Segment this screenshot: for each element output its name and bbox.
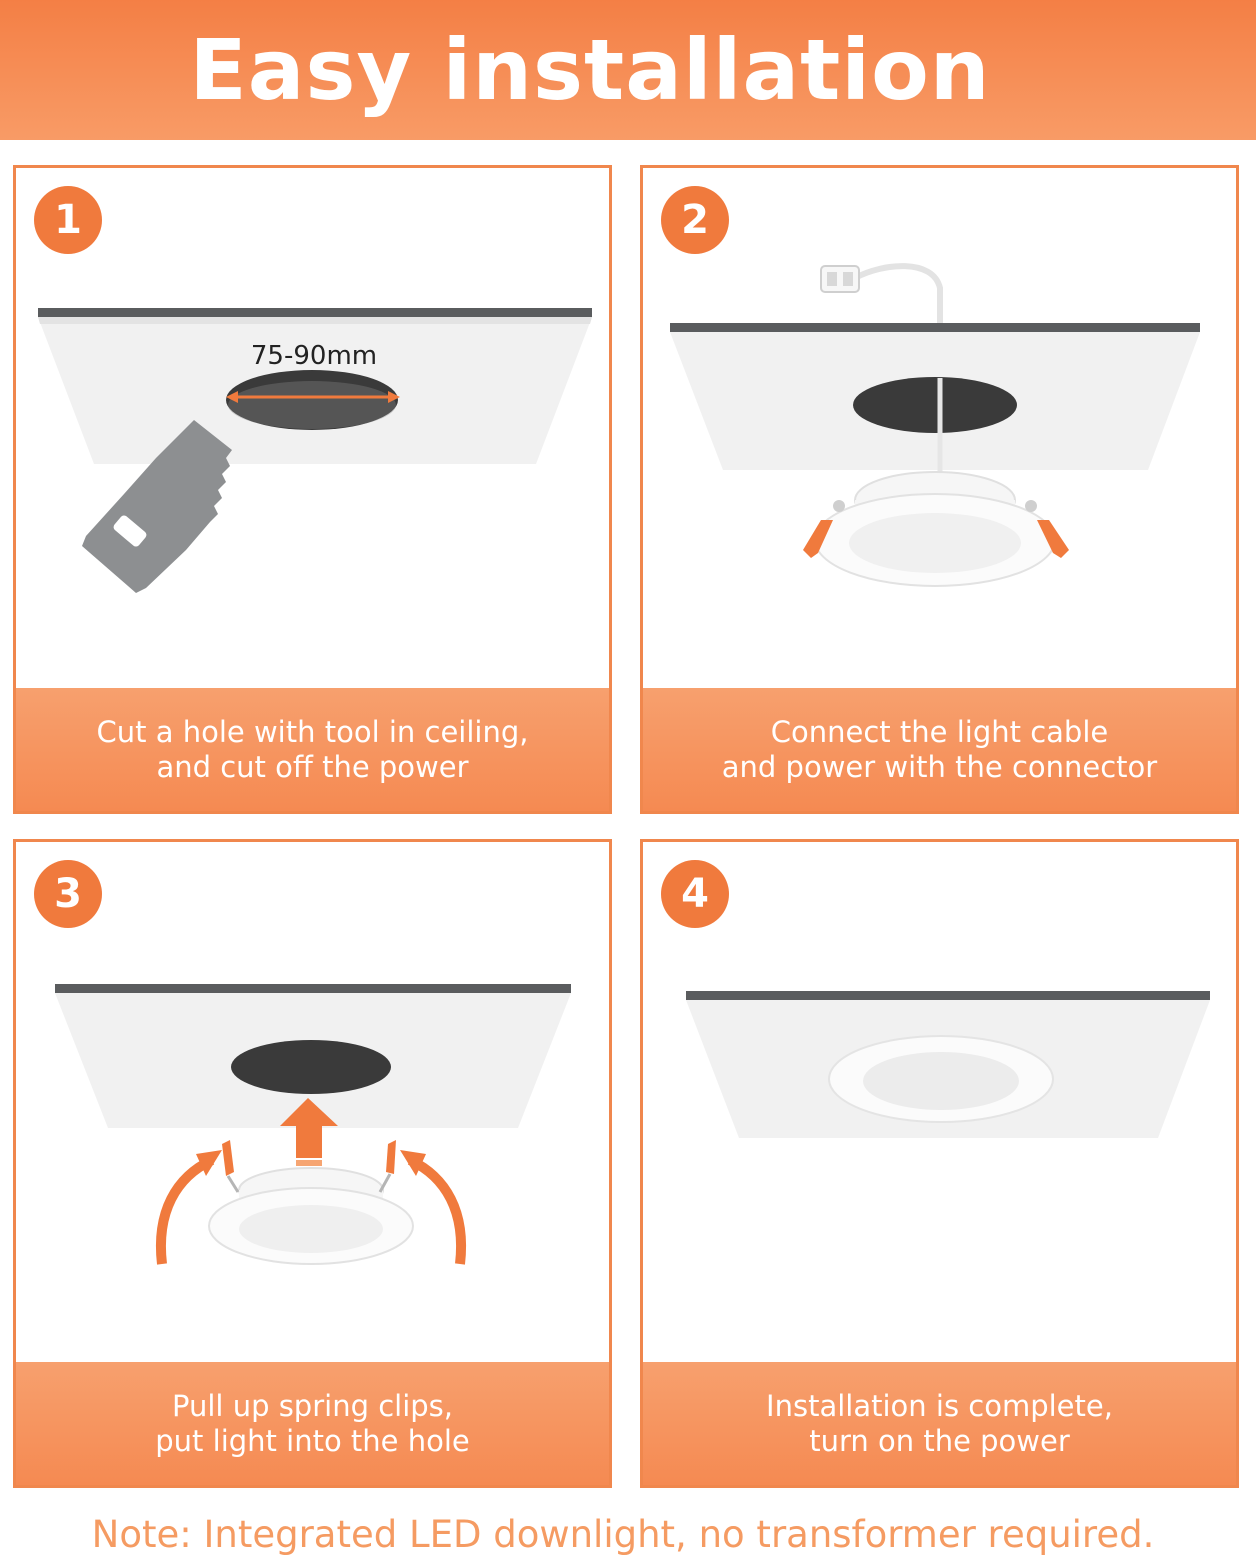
step-number-badge: 4 bbox=[661, 860, 729, 928]
step-caption: Cut a hole with tool in ceiling, and cut… bbox=[16, 688, 609, 811]
step-3-illustration bbox=[55, 984, 571, 1265]
page-title: Easy installation bbox=[189, 21, 991, 119]
step-panel-4: 4 Installation is complete, turn on the … bbox=[640, 839, 1239, 1488]
arrow-up-icon bbox=[280, 1098, 338, 1166]
downlight-icon bbox=[828, 1035, 1054, 1123]
downlight-icon bbox=[803, 471, 1069, 587]
header-banner: Easy installation bbox=[0, 0, 1256, 140]
hole-dimension-label: 75-90mm bbox=[251, 341, 377, 371]
step-caption: Connect the light cable and power with t… bbox=[643, 688, 1236, 811]
connector-icon bbox=[820, 263, 943, 323]
step-panel-2: 2 Connect the light cable and power with… bbox=[640, 165, 1239, 814]
downlight-icon bbox=[208, 1140, 414, 1265]
step-caption: Installation is complete, turn on the po… bbox=[643, 1362, 1236, 1485]
step-number-badge: 3 bbox=[34, 860, 102, 928]
footer-note: Note: Integrated LED downlight, no trans… bbox=[91, 1513, 1155, 1556]
step-4-illustration bbox=[686, 991, 1210, 1138]
saw-icon bbox=[82, 420, 232, 593]
step-number-badge: 2 bbox=[661, 186, 729, 254]
step-2-illustration bbox=[670, 263, 1200, 587]
step-number-badge: 1 bbox=[34, 186, 102, 254]
step-1-illustration: 75-90mm bbox=[38, 308, 592, 593]
step-panel-3: 3 Pull up spring clips, put light into t bbox=[13, 839, 612, 1488]
curved-arrow-icon bbox=[156, 1150, 466, 1265]
step-panel-1: 1 75-90mm Cut a hole with tool in ceilin… bbox=[13, 165, 612, 814]
step-caption: Pull up spring clips, put light into the… bbox=[16, 1362, 609, 1485]
